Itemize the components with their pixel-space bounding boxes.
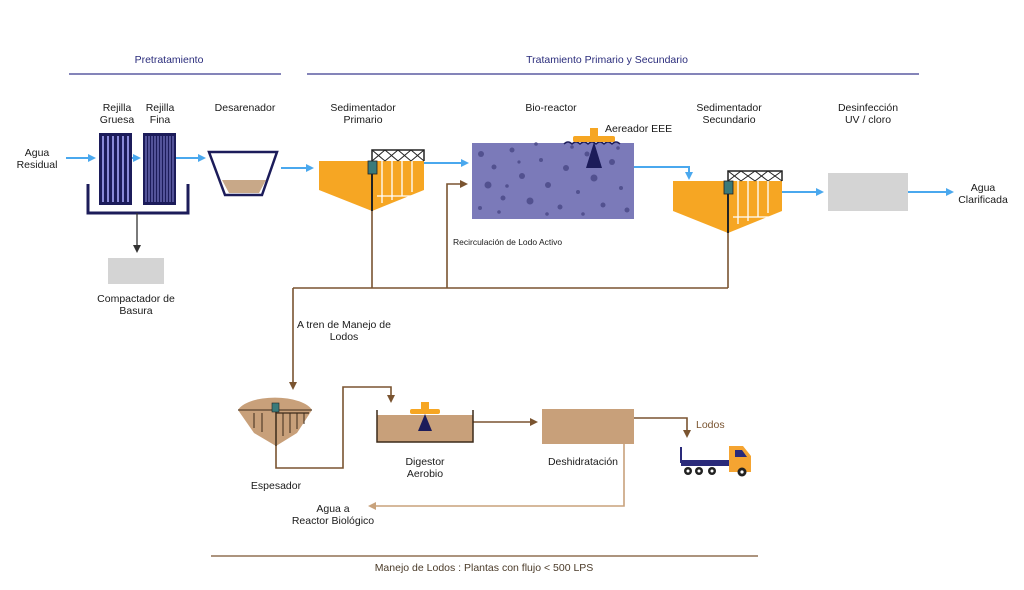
flow-arrow-bioreactor-to-secondary — [634, 166, 693, 180]
label-fine-screen-line2: Fina — [150, 114, 171, 126]
label-influent-line2: Residual — [17, 159, 58, 171]
label-trash-compactor-line2: Basura — [119, 305, 152, 317]
secondary-clarifier — [673, 170, 783, 233]
label-effluent-line1: Agua — [971, 182, 996, 194]
grit-chamber — [207, 150, 279, 197]
digester-aerator-icon — [410, 402, 440, 431]
label-return-water-line1: Agua a — [316, 503, 349, 515]
truck-icon — [680, 446, 751, 477]
label-disinfection-line2: UV / cloro — [845, 114, 891, 126]
sludge-line-thickener-to-digester — [275, 386, 395, 469]
label-dewatering: Deshidratación — [548, 456, 618, 468]
label-primary-clarifier-line1: Sedimentador — [330, 102, 396, 114]
label-fine-screen-line1: Rejilla — [146, 102, 175, 114]
label-coarse-screen-line1: Rejilla — [103, 102, 132, 114]
return-water-line — [368, 444, 625, 510]
label-trash-compactor-line1: Compactador de — [97, 293, 175, 305]
label-effluent-line2: Clarificada — [958, 194, 1008, 206]
thickener — [238, 397, 312, 446]
disinfection-unit — [828, 173, 908, 211]
aerator-icon — [563, 128, 621, 168]
label-aerobic-digester-line2: Aerobio — [407, 468, 443, 480]
label-ras: Recirculación de Lodo Activo — [453, 237, 562, 247]
header-pretreatment: Pretratamiento — [135, 54, 204, 66]
label-disinfection-line1: Desinfección — [838, 102, 898, 114]
label-thickener: Espesador — [251, 480, 302, 492]
footer-title: Manejo de Lodos : Plantas con flujo < 50… — [375, 562, 594, 574]
label-coarse-screen-line2: Gruesa — [100, 114, 135, 126]
bioreactor-tank — [472, 142, 634, 219]
ras-return-line — [446, 180, 468, 288]
trash-compactor — [108, 258, 164, 284]
fine-screen — [143, 133, 176, 205]
dewatering-unit — [542, 409, 634, 444]
label-return-water-line2: Reactor Biológico — [292, 515, 374, 527]
label-secondary-clarifier-line2: Secundario — [702, 114, 755, 126]
label-grit-chamber: Desarenador — [215, 102, 276, 114]
screen-channel — [86, 184, 190, 215]
label-to-sludge-train-line2: Lodos — [330, 331, 359, 343]
label-aerator: Aereador EEE — [605, 123, 672, 135]
label-bioreactor: Bio-reactor — [525, 102, 577, 114]
label-influent-line1: Agua — [25, 147, 50, 159]
header-primary-secondary: Tratamiento Primario y Secundario — [526, 54, 688, 66]
label-aerobic-digester-line1: Digestor — [405, 456, 445, 468]
label-sludge: Lodos — [696, 419, 725, 431]
coarse-screen — [99, 133, 132, 205]
sludge-line-to-truck — [634, 417, 691, 438]
primary-clarifier — [319, 149, 425, 211]
label-secondary-clarifier-line1: Sedimentador — [696, 102, 762, 114]
label-to-sludge-train-line1: A tren de Manejo de — [297, 319, 391, 331]
label-primary-clarifier-line2: Primario — [343, 114, 382, 126]
